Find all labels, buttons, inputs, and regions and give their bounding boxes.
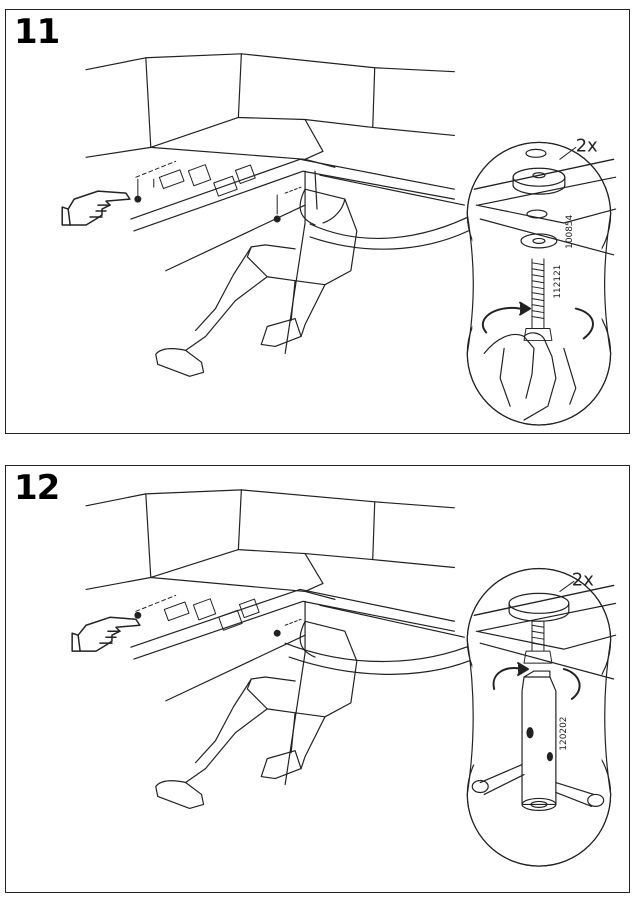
bolt: [523, 620, 553, 664]
step-12-illustration: 2x 120202: [71, 489, 617, 867]
rotate-clockwise-icon: [481, 301, 594, 340]
wrench-tool: [471, 670, 605, 811]
person-illustration: [155, 620, 358, 809]
sofa-frame: [130, 158, 455, 220]
person-illustration: [155, 188, 358, 377]
washer-top: [508, 592, 570, 622]
part-code: 120202: [559, 717, 569, 751]
detail-connector: [284, 642, 477, 663]
part-code: 112121: [553, 265, 563, 299]
hardware-parts: [134, 160, 302, 223]
sofa-frame: [130, 588, 455, 648]
pointing-hand-icon: [61, 190, 131, 226]
step-number: 12: [14, 468, 60, 508]
step-11-illustration: 2x 100854 112121: [61, 53, 617, 426]
detail-callout: [466, 141, 612, 426]
detail-connector: [309, 213, 475, 239]
hardware-parts: [134, 594, 302, 637]
sofa-back: [85, 489, 455, 509]
washer-bottom: [520, 233, 558, 249]
sofa-back: [85, 53, 455, 73]
washer-top: [512, 167, 566, 195]
step-12-panel: 12: [5, 465, 630, 893]
rotate-clockwise-icon: [492, 662, 581, 700]
quantity-label: 2x: [576, 135, 598, 156]
pointing-hand-icon: [71, 616, 141, 652]
part-code: 100854: [565, 214, 575, 248]
step-number: 11: [14, 12, 60, 52]
step-11-panel: 11: [5, 9, 630, 434]
quantity-label: 2x: [572, 569, 594, 590]
hand-illustration: [483, 332, 577, 421]
